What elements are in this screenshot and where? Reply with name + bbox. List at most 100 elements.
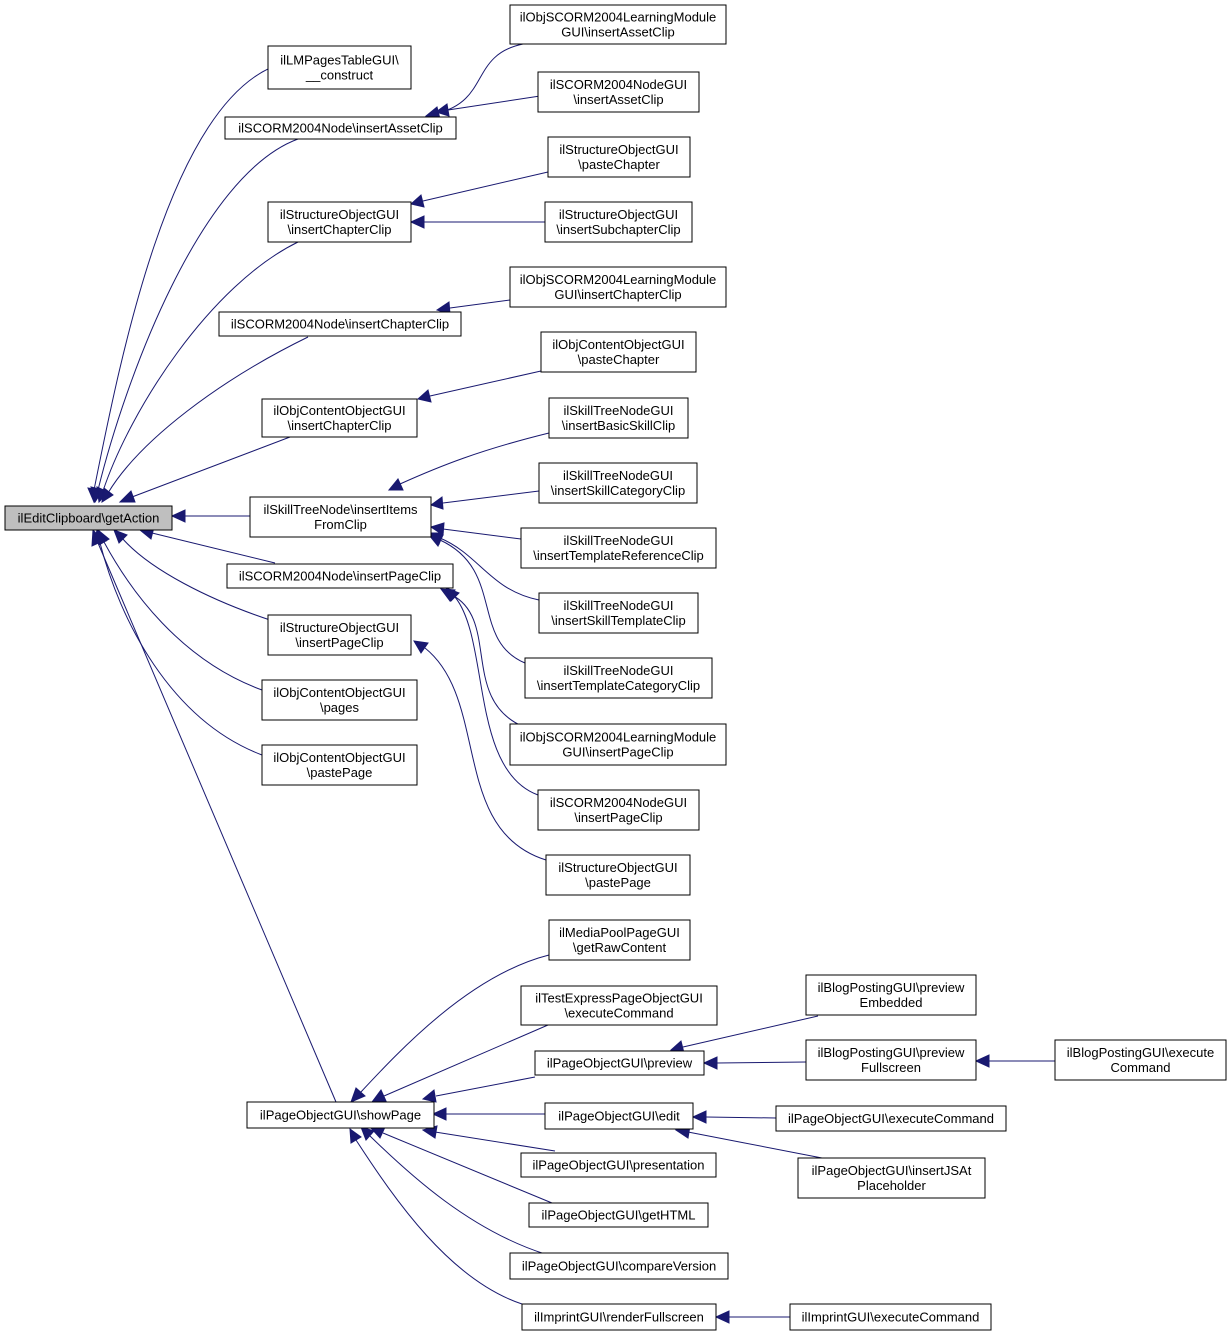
node-label: Placeholder <box>857 1178 926 1193</box>
graph-node[interactable]: ilObjSCORM2004LearningModuleGUI\insertPa… <box>509 723 727 766</box>
node-label: ilPageObjectGUI\presentation <box>533 1158 705 1173</box>
node-box <box>537 789 700 831</box>
edge-blog-execute-to-blog-fullscreen <box>974 1054 1055 1068</box>
graph-node[interactable]: ilStructureObjectGUI\pastePage <box>545 854 691 896</box>
node-label: ilObjContentObjectGUI <box>273 685 405 700</box>
node-label: Command <box>1111 1060 1171 1075</box>
node-label: \insertPageClip <box>574 810 662 825</box>
graph-node[interactable]: ilPageObjectGUI\preview <box>534 1050 705 1076</box>
node-label: ilObjSCORM2004LearningModule <box>520 10 717 25</box>
edge-scormgui-insertpage-to-scorm-insertpage <box>445 587 539 796</box>
graph-node[interactable]: ilPageObjectGUI\executeCommand <box>775 1105 1007 1132</box>
node-label: ilPageObjectGUI\showPage <box>260 1108 421 1123</box>
graph-node[interactable]: ilPageObjectGUI\compareVersion <box>509 1252 729 1280</box>
edge-content-pastechapter-to-content-insertchapter <box>416 370 542 403</box>
edge-scormgui-insertasset-to-scorm-insertasset <box>434 95 541 117</box>
edge-skill-basic-to-skilltree <box>387 432 550 491</box>
graph-node[interactable]: ilSCORM2004NodeGUI\insertPageClip <box>537 789 700 831</box>
graph-node[interactable]: ilSCORM2004Node\insertAssetClip <box>224 116 457 140</box>
node-label: ilMediaPoolPageGUI <box>559 925 680 940</box>
node-label: ilSkillTreeNodeGUI <box>563 598 673 613</box>
call-graph-nodes: ilEditClipboard\getAction ilLMPagesTableG… <box>4 4 1227 1331</box>
node-label: Embedded <box>860 995 923 1010</box>
node-label: ilStructureObjectGUI <box>559 207 678 222</box>
node-box <box>544 201 693 243</box>
edge-content-insertchapter-to-getaction <box>118 436 291 503</box>
graph-node[interactable]: ilStructureObjectGUI\insertSubchapterCli… <box>544 201 693 243</box>
graph-node[interactable]: ilObjContentObjectGUI\pasteChapter <box>540 331 697 373</box>
graph-node[interactable]: ilBlogPostingGUI\executeCommand <box>1054 1039 1227 1081</box>
edge-blog-fullscreen-to-preview <box>702 1056 807 1070</box>
node-label: ilSCORM2004Node\insertAssetClip <box>238 121 442 136</box>
node-box <box>249 496 432 538</box>
edge-edit-to-showpage <box>431 1107 545 1121</box>
graph-node[interactable]: ilStructureObjectGUI\insertPageClip <box>267 614 412 656</box>
node-box <box>538 592 699 634</box>
graph-node[interactable]: ilObjContentObjectGUI\pastePage <box>261 744 418 786</box>
edge-mediapool-to-showpage <box>350 954 550 1103</box>
edge-scorm-insertchapter-to-getaction <box>101 336 309 504</box>
node-box <box>509 4 727 45</box>
edge-compareversion-to-showpage <box>360 1126 546 1255</box>
graph-node[interactable]: ilSCORM2004Node\insertPageClip <box>226 563 454 589</box>
node-label: ilObjSCORM2004LearningModule <box>520 730 717 745</box>
node-label: ilObjSCORM2004LearningModule <box>520 272 717 287</box>
node-label: __construct <box>305 68 374 83</box>
node-label: \insertSkillCategoryClip <box>551 483 685 498</box>
graph-node[interactable]: ilSkillTreeNodeGUI\insertSkillCategoryCl… <box>538 462 698 504</box>
node-box <box>261 398 418 438</box>
graph-node[interactable]: ilSkillTreeNodeGUI\insertTemplateReferen… <box>520 527 717 569</box>
graph-node[interactable]: ilObjSCORM2004LearningModuleGUI\insertCh… <box>509 266 727 308</box>
edge-renderfullscreen-to-showpage <box>349 1127 523 1305</box>
graph-node[interactable]: ilObjContentObjectGUI\insertChapterClip <box>261 398 418 438</box>
node-label: \insertChapterClip <box>287 418 391 433</box>
graph-node[interactable]: ilObjSCORM2004LearningModuleGUI\insertAs… <box>509 4 727 45</box>
node-label: \insertBasicSkillClip <box>562 418 675 433</box>
node-box <box>218 311 462 337</box>
node-box <box>534 1050 705 1076</box>
node-label: ilSkillTreeNodeGUI <box>563 663 673 678</box>
edge-testexpress-to-showpage <box>370 1024 549 1103</box>
graph-node[interactable]: ilLMPagesTableGUI\__construct <box>267 45 412 90</box>
node-box <box>805 1039 977 1081</box>
graph-node[interactable]: ilStructureObjectGUI\insertChapterClip <box>267 201 412 243</box>
node-label: ilSCORM2004NodeGUI <box>550 795 687 810</box>
graph-node[interactable]: ilStructureObjectGUI\pasteChapter <box>547 136 691 178</box>
graph-node[interactable]: ilPageObjectGUI\showPage <box>246 1101 435 1129</box>
node-label: FromClip <box>314 517 367 532</box>
node-box <box>521 1303 717 1331</box>
node-box <box>520 985 718 1026</box>
node-label: \insertTemplateReferenceClip <box>533 548 704 563</box>
node-label: GUI\insertPageClip <box>562 745 673 760</box>
graph-node[interactable]: ilSkillTreeNodeGUI\insertSkillTemplateCl… <box>538 592 699 634</box>
graph-node[interactable]: ilImprintGUI\executeCommand <box>789 1303 992 1331</box>
graph-node[interactable]: ilSCORM2004NodeGUI\insertAssetClip <box>537 71 700 113</box>
node-label: ilPageObjectGUI\insertJSAt <box>812 1163 972 1178</box>
graph-node[interactable]: ilObjContentObjectGUI\pages <box>261 679 418 721</box>
node-box <box>267 201 412 243</box>
node-label: ilPageObjectGUI\compareVersion <box>522 1259 716 1274</box>
graph-node[interactable]: ilImprintGUI\renderFullscreen <box>521 1303 717 1331</box>
edge-executecommand-to-edit <box>691 1110 777 1124</box>
node-box <box>224 116 457 140</box>
node-label: ilBlogPostingGUI\preview <box>818 980 965 995</box>
node-label: ilObjContentObjectGUI <box>273 750 405 765</box>
edge-structure-pastechapter-to-structure-insertchapter <box>409 171 549 208</box>
graph-node[interactable]: ilMediaPoolPageGUI\getRawContent <box>548 919 691 961</box>
graph-node[interactable]: ilPageObjectGUI\presentation <box>520 1152 717 1178</box>
node-label: ilImprintGUI\executeCommand <box>802 1310 980 1325</box>
graph-node[interactable]: ilTestExpressPageObjectGUI\executeComman… <box>520 985 718 1026</box>
edge-structure-insertchapter-to-getaction <box>96 241 299 504</box>
node-box <box>544 1102 694 1130</box>
graph-node[interactable]: ilSCORM2004Node\insertChapterClip <box>218 311 462 337</box>
graph-node[interactable]: ilPageObjectGUI\getHTML <box>528 1202 709 1228</box>
node-label: ilTestExpressPageObjectGUI <box>535 991 703 1006</box>
graph-node[interactable]: ilSkillTreeNodeGUI\insertTemplateCategor… <box>524 657 713 699</box>
graph-node[interactable]: ilPageObjectGUI\edit <box>544 1102 694 1130</box>
graph-node[interactable]: ilSkillTreeNodeGUI\insertBasicSkillClip <box>548 397 689 439</box>
root-node[interactable]: ilEditClipboard\getAction <box>4 505 173 531</box>
